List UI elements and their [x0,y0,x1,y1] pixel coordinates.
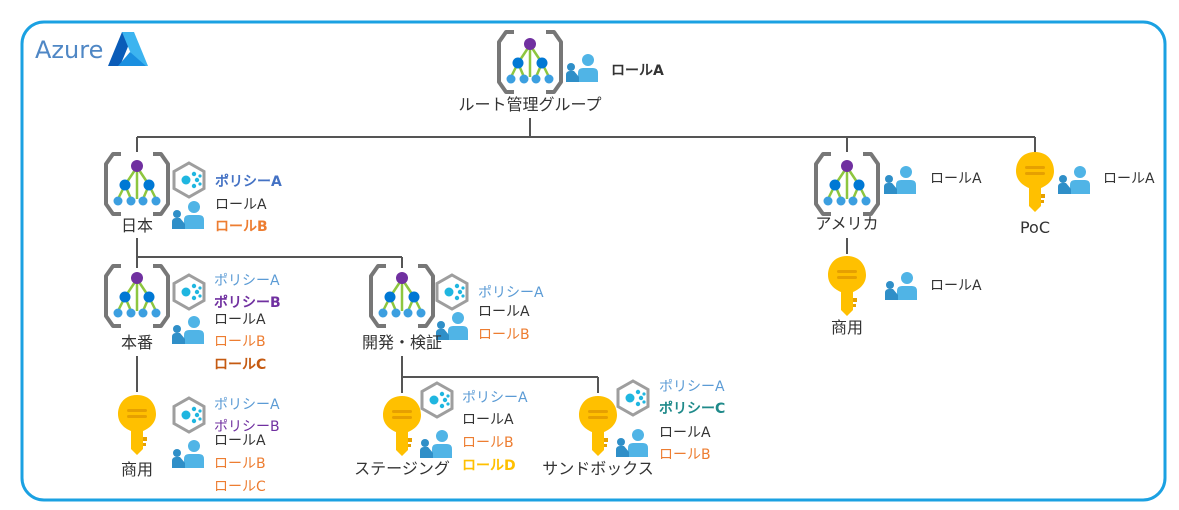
users-icon [172,316,204,344]
prod-commercial-role: ロールA [214,433,266,449]
dev-label: 開発・検証 [362,333,442,352]
staging-role: ロールD [462,458,516,474]
dev-policy: ポリシーA [478,285,544,301]
azure-frame [20,20,1167,502]
prod-commercial-role: ロールC [214,479,266,495]
node-prod-commercial: ポリシーA ポリシーB ロールA ロールB ロールC 商用 [118,395,280,495]
policy-icon [172,273,206,311]
node-prod: ポリシーA ポリシーB ロールA ロールB ロールC 本番 [104,264,281,373]
dev-role: ロールB [478,327,530,343]
subscription-key-icon [118,395,156,455]
management-group-icon [497,30,563,94]
policy-icon [435,273,469,311]
users-icon [885,272,917,300]
policy-icon [616,379,650,417]
users-icon [172,440,204,468]
prod-commercial-role: ロールB [214,456,266,472]
prod-role: ロールC [214,357,266,373]
staging-role: ロールA [462,412,514,428]
users-icon [420,430,452,458]
sandbox-policy: ポリシーA [659,379,725,395]
poc-role: ロールA [1103,171,1155,187]
prod-policy: ポリシーB [214,294,281,311]
america-commercial-label: 商用 [831,318,863,337]
management-group-icon [369,264,435,328]
america-label: アメリカ [815,214,878,233]
prod-role: ロールA [214,312,266,328]
sandbox-label: サンドボックス [542,459,654,478]
subscription-key-icon [828,256,866,316]
dev-role: ロールA [478,304,530,320]
node-dev: ポリシーA ロールA ロールB 開発・検証 [362,264,544,352]
prod-role: ロールB [214,334,266,350]
users-icon [616,429,648,457]
node-america: ロールA アメリカ [814,152,982,233]
management-group-icon [814,152,880,216]
node-staging: ポリシーA ロールA ロールB ロールD ステージング [354,381,528,478]
japan-role: ロールB [215,219,268,235]
poc-label: PoC [1020,218,1050,237]
sandbox-role: ロールB [659,447,711,463]
management-group-icon [104,264,170,328]
policy-icon [172,161,206,199]
sandbox-role: ロールA [659,425,711,441]
prod-commercial-label: 商用 [121,460,153,479]
prod-commercial-policy: ポリシーA [214,397,280,413]
node-root: ロールA ルート管理グループ [458,30,664,114]
connector-lines [136,118,1036,393]
staging-policy: ポリシーA [462,390,528,406]
azure-logo-icon [108,32,148,66]
america-role: ロールA [930,171,982,187]
users-icon [884,166,916,194]
node-japan: ポリシーA ロールA ロールB 日本 [104,152,282,235]
sandbox-policy: ポリシーC [659,400,725,417]
america-commercial-role: ロールA [930,278,982,294]
subscription-key-icon [579,396,617,456]
policy-icon [172,396,206,434]
prod-policy: ポリシーA [214,273,280,289]
azure-title: Azure [35,36,103,64]
users-icon [566,54,598,82]
japan-policy: ポリシーA [215,173,282,190]
staging-label: ステージング [354,459,450,478]
subscription-key-icon [383,396,421,456]
japan-role: ロールA [215,197,267,213]
management-group-icon [104,152,170,216]
users-icon [172,201,204,229]
prod-commercial-policy: ポリシーB [214,419,280,435]
policy-icon [420,381,454,419]
node-sandbox: ポリシーA ポリシーC ロールA ロールB サンドボックス [542,379,725,478]
users-icon [1058,166,1090,194]
root-role: ロールA [611,63,664,79]
root-label: ルート管理グループ [458,95,601,114]
japan-label: 日本 [121,216,153,235]
staging-role: ロールB [462,435,514,451]
node-poc: ロールA PoC [1016,152,1155,237]
node-america-commercial: ロールA 商用 [828,256,982,337]
subscription-key-icon [1016,152,1054,212]
prod-label: 本番 [121,333,153,352]
